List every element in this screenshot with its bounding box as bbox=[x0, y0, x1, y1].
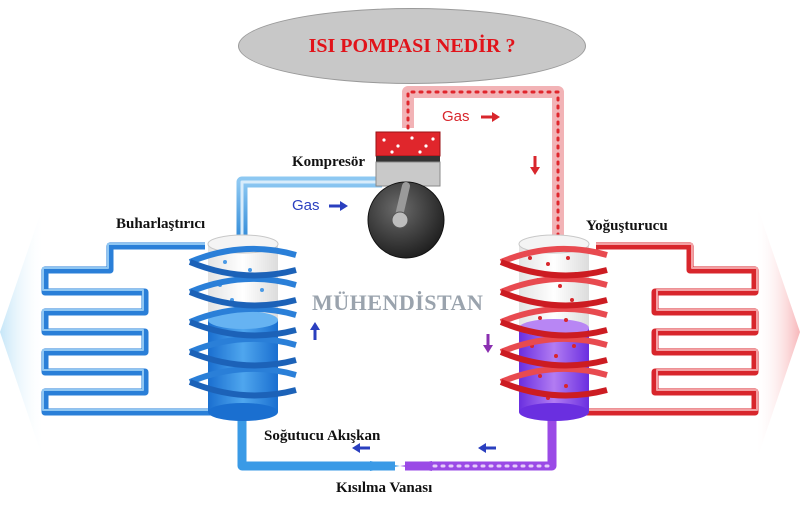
expansion-valve-label: Kısılma Vanası bbox=[336, 480, 433, 496]
condenser-label: Yoğuşturucu bbox=[586, 218, 668, 234]
expansion-valve-left bbox=[370, 461, 400, 471]
gas-label-cold: Gas bbox=[292, 197, 320, 214]
liquid-line-warm bbox=[405, 416, 557, 471]
condenser-helix-front bbox=[499, 259, 608, 399]
hot-side-glow bbox=[755, 200, 800, 465]
page-title: ISI POMPASI NEDİR ? bbox=[308, 34, 516, 57]
suction-gas-pipe-highlight bbox=[240, 180, 382, 244]
evaporator-helix-coil bbox=[188, 245, 297, 385]
condenser-serpentine-highlight bbox=[585, 243, 758, 411]
hot-gas-dots bbox=[406, 90, 560, 252]
evaporator-serpentine-coil bbox=[41, 242, 225, 416]
gas-label-hot: Gas bbox=[442, 108, 470, 125]
cold-side-glow bbox=[0, 200, 45, 465]
watermark: MÜHENDİSTAN bbox=[312, 290, 484, 315]
evaporator-helix-front bbox=[188, 259, 297, 399]
refrigerant-label: Soğutucu Akışkan bbox=[264, 428, 381, 444]
flow-arrow-icon bbox=[310, 112, 540, 453]
compressor-piston-icon bbox=[367, 131, 445, 259]
expansion-valve-right bbox=[400, 461, 432, 471]
evaporator-label: Buharlaştırıcı bbox=[116, 216, 206, 232]
compressor-label: Kompresör bbox=[292, 154, 366, 170]
title-ellipse: ISI POMPASI NEDİR ? bbox=[238, 8, 586, 84]
condenser-helix-coil bbox=[499, 245, 608, 385]
condenser-serpentine-coil bbox=[585, 242, 759, 416]
evaporator-serpentine-highlight bbox=[42, 243, 225, 411]
liquid-line-cold bbox=[237, 416, 395, 471]
